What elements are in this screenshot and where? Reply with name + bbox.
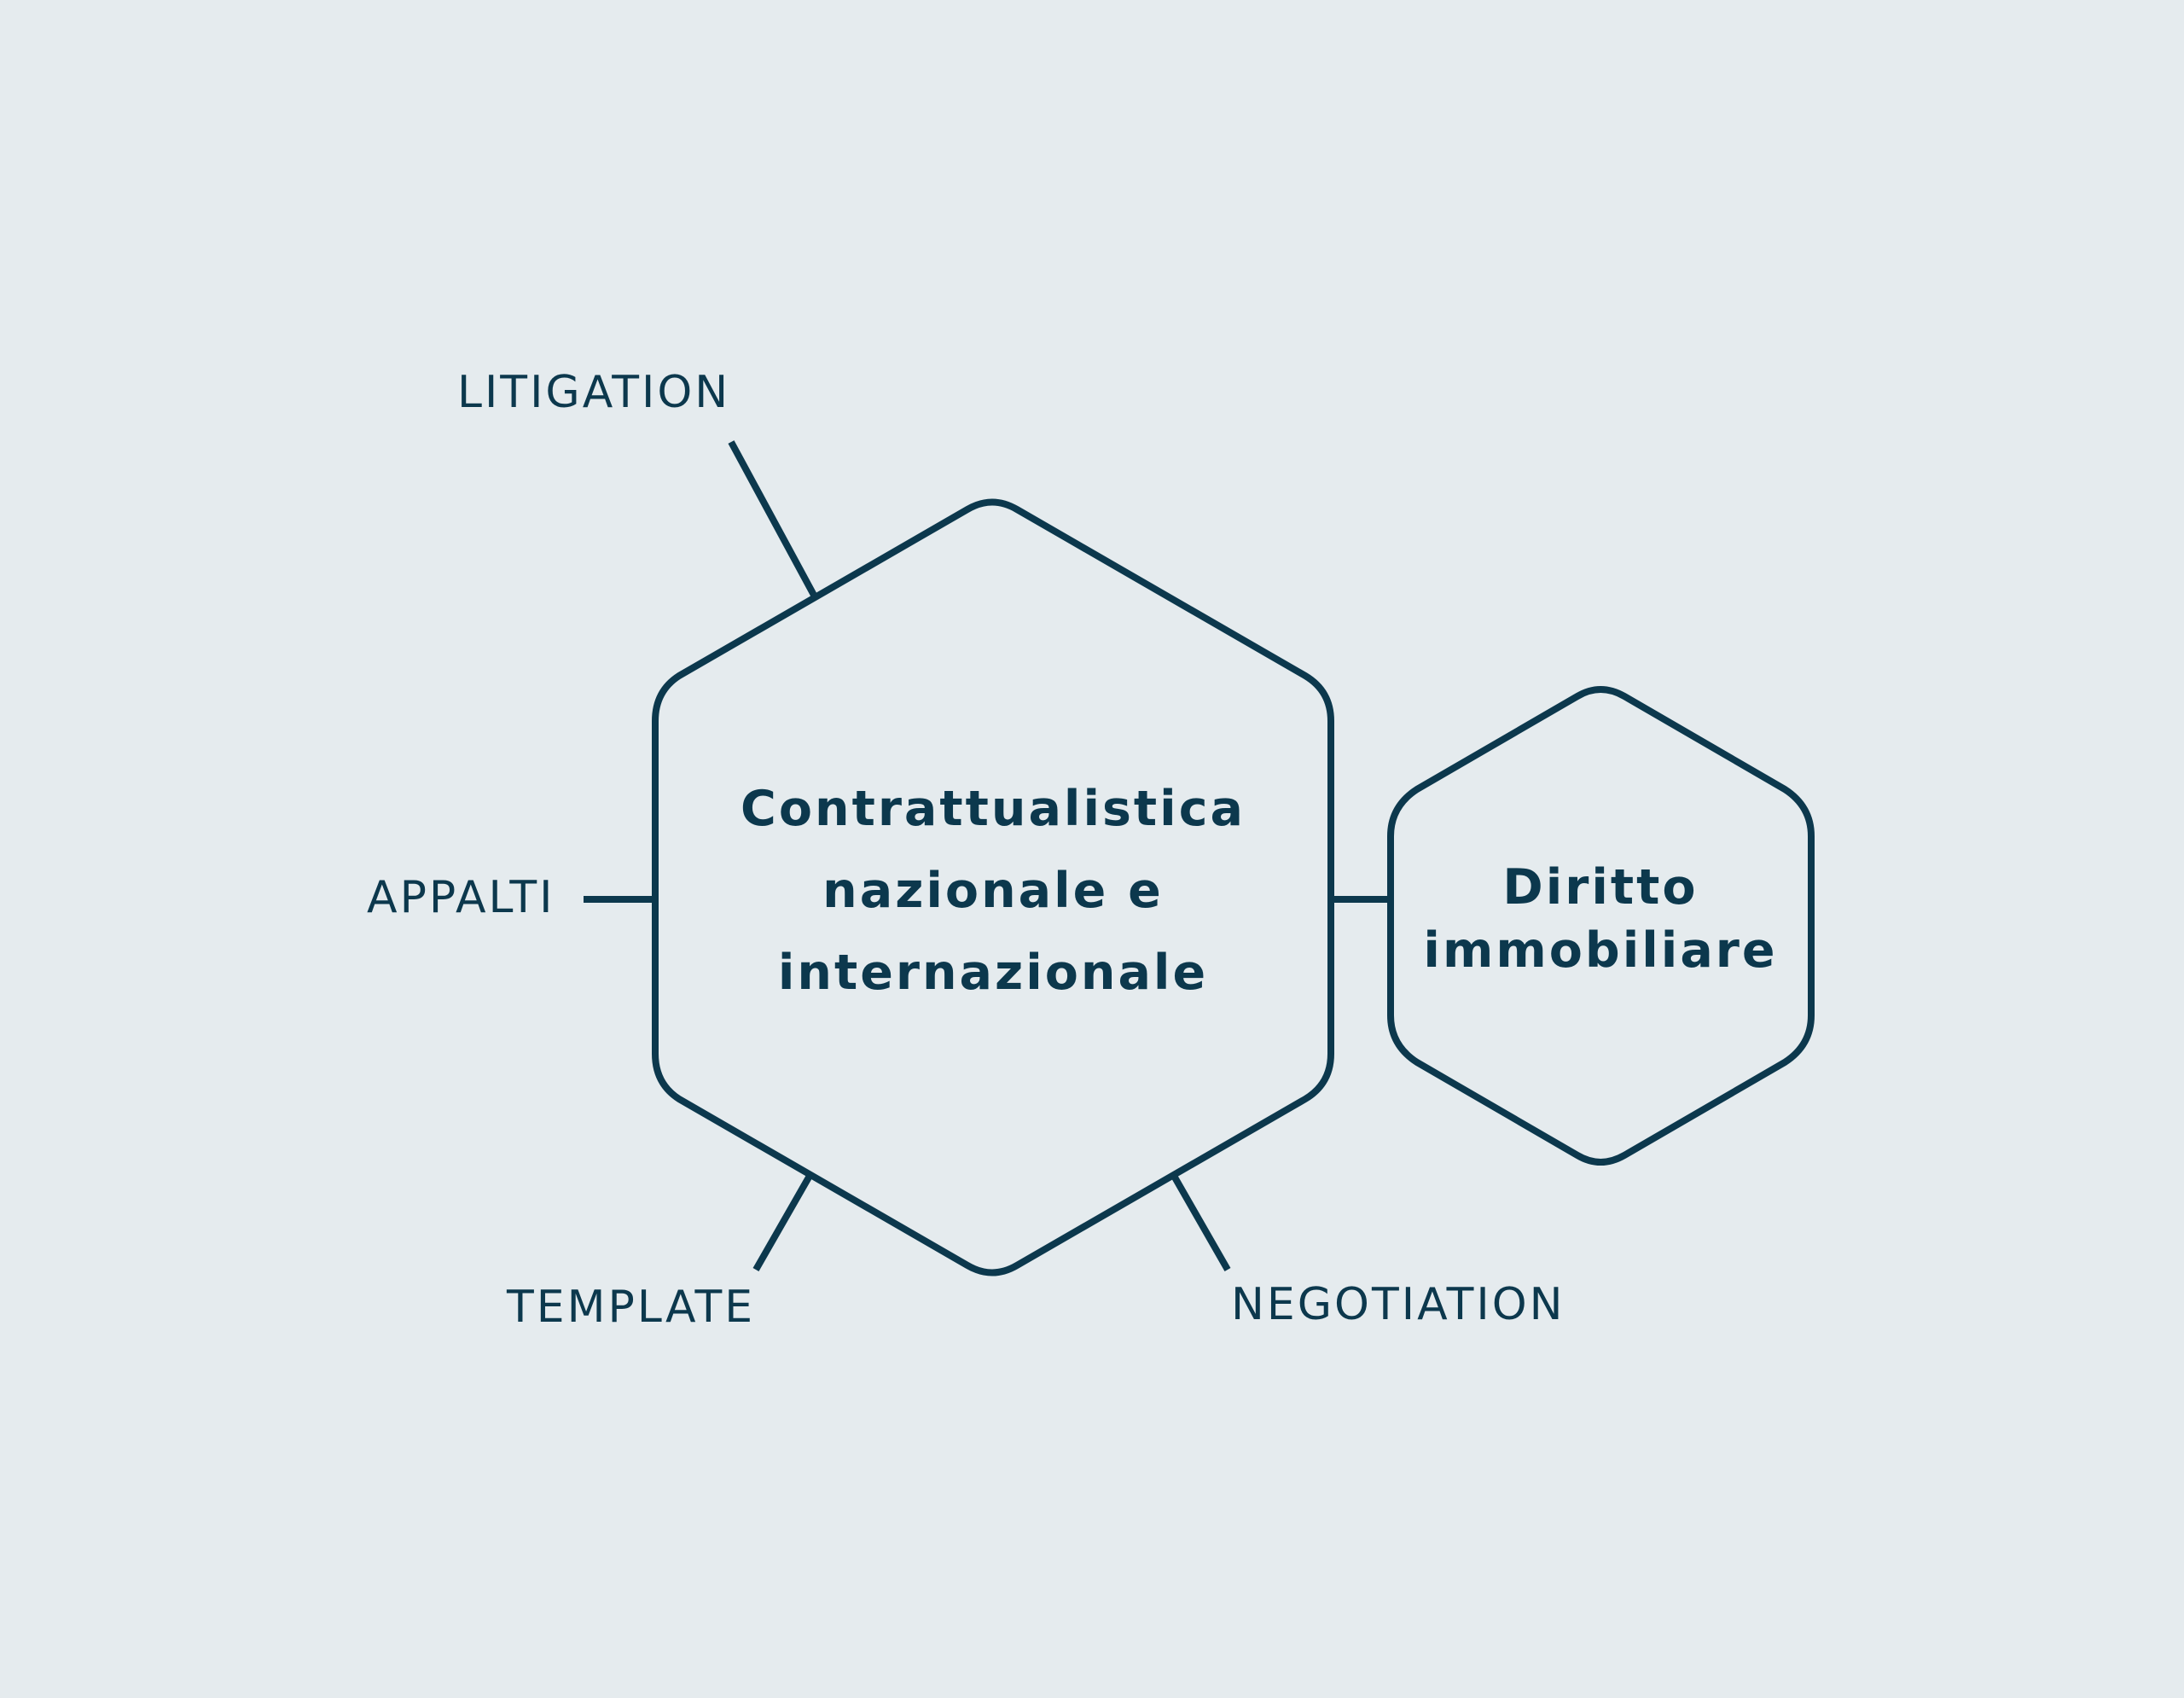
side-hexagon-title: Diritto immobiliare [1387,864,1814,975]
side-hexagon [1387,686,1815,1166]
main-hexagon-line-2: nazionale e [822,863,1164,919]
main-hexagon-line-3: internazionale [777,945,1209,1001]
connector-template [752,1174,813,1271]
connector-litigation [728,440,820,602]
main-hexagon-title: Contrattualistica nazionale e internazio… [652,785,1334,997]
side-hexagon-line-2: immobiliare [1423,922,1778,979]
label-litigation: LITIGATION [457,367,731,418]
connector-negotiation [1170,1174,1231,1271]
main-hexagon [652,498,1334,1276]
side-hexagon-line-1: Diritto [1502,859,1699,916]
label-appalti: APPALTI [367,872,555,923]
label-template: TEMPLATE [507,1282,756,1333]
main-hexagon-line-1: Contrattualistica [741,781,1246,837]
label-negotiation: NEGOTIATION [1231,1279,1565,1330]
